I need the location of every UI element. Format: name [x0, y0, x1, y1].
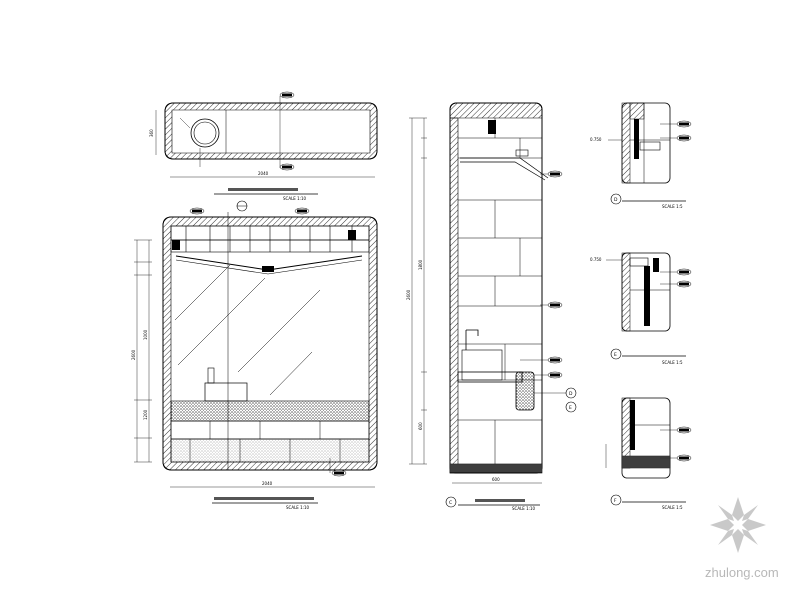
front-base [170, 438, 370, 463]
side-outer-outline [449, 102, 543, 474]
plan-hatched-wall [164, 102, 378, 160]
side-dim-bottom-text: 600 [492, 477, 500, 482]
detail-d-bracket [639, 141, 661, 151]
detail-f-base [621, 455, 671, 469]
front-counter-mid [170, 420, 370, 440]
detail-d-marker [610, 193, 622, 205]
side-dim-ticks [409, 117, 427, 465]
front-canopy-center [262, 266, 274, 272]
side-section-view: D E 2600 1800 600 600 C SCALE 1:10 [406, 102, 577, 511]
side-counter-edge [515, 371, 535, 411]
plan-tag-1-fill [282, 93, 292, 97]
plan-dim-vertical-text: 360 [149, 129, 154, 137]
side-caption-marker-text: C [449, 500, 452, 506]
front-elevation-view: 2600 1000 1200 2040 SCALE 1:10 [131, 200, 378, 510]
detail-e-marker-text: E [614, 352, 617, 358]
front-dim-mirror: 1000 [143, 329, 148, 340]
side-tags [547, 170, 563, 379]
front-dim-bottom-text: 2040 [262, 481, 273, 486]
front-caption-block [214, 497, 314, 500]
detail-d: 0.750 D SCALE 1:5 [590, 102, 692, 209]
detail-f: F SCALE 1:5 [605, 397, 692, 510]
plan-dim-horizontal-text: 2040 [258, 171, 269, 176]
plan-view: 360 2040 SCALE 1:10 [149, 91, 378, 201]
detail-e-fixture [653, 258, 659, 272]
front-dim-lower: 1200 [143, 409, 148, 420]
detail-e-panel [644, 266, 650, 326]
front-counter-top [170, 400, 370, 422]
detail-e-wall [621, 252, 631, 332]
side-faucet [465, 329, 479, 350]
side-dim-total: 2600 [406, 289, 411, 300]
plan-tag-1 [279, 91, 295, 99]
side-canopy-bracket [460, 157, 549, 181]
plan-basin-inner [193, 121, 217, 145]
detail-f-marker-text: F [614, 498, 617, 504]
front-tag-right [294, 207, 310, 215]
front-tag-left-fill [192, 209, 202, 213]
detail-f-scale: SCALE 1:5 [662, 505, 683, 510]
side-dim-mid: 1800 [418, 259, 423, 270]
detail-e-dim-text: 0.750 [590, 257, 602, 262]
side-fixture-small [515, 149, 529, 157]
detail-e: 0.750 E SCALE 1:5 [590, 252, 692, 365]
side-top-fixture [488, 120, 496, 134]
front-canopy-2 [175, 259, 363, 275]
front-caption-scale: SCALE 1:10 [286, 505, 310, 510]
front-tag-bottom [331, 469, 347, 477]
detail-d-dim-text: 0.750 [590, 137, 602, 142]
detail-d-wall [621, 102, 631, 184]
watermark-text: zhulong.com [705, 565, 779, 580]
front-tag-left [189, 207, 205, 215]
plan-caption-scale: SCALE 1:10 [283, 196, 307, 201]
plan-caption-block [228, 188, 298, 191]
front-cornice-block-left [172, 240, 180, 250]
plan-basin-outer [190, 118, 220, 148]
front-cornice-posts [185, 226, 353, 252]
plan-tag-2-fill [282, 165, 292, 169]
front-cornice-block-right [348, 230, 356, 240]
front-tag-right-fill [297, 209, 307, 213]
front-mirror-reflections [174, 264, 321, 396]
front-tag-bottom-fill [334, 471, 344, 475]
front-basin [204, 382, 248, 402]
detail-d-marker-text: D [614, 197, 618, 203]
front-hatched-frame [162, 216, 378, 471]
side-caption-block [475, 499, 525, 502]
side-back-wall [449, 117, 459, 474]
front-outer-outline [162, 216, 378, 471]
detail-e-tags [660, 268, 692, 288]
front-faucet [207, 367, 215, 384]
side-dim-low: 600 [418, 422, 423, 430]
side-stone-grid [458, 118, 542, 464]
side-counter [457, 371, 523, 383]
side-top-cap [449, 102, 543, 119]
detail-d-top [629, 102, 645, 120]
side-marker-e [565, 401, 577, 413]
side-bottom-plinth [449, 463, 543, 474]
zhulong-flower-logo [710, 497, 766, 553]
plan-outer-outline [164, 102, 378, 160]
side-basin [461, 349, 503, 381]
side-marker-e-text: E [569, 405, 572, 411]
side-marker-d-text: D [569, 391, 573, 397]
detail-d-scale: SCALE 1:5 [662, 204, 683, 209]
side-caption-marker [445, 496, 457, 508]
plan-leader-2 [179, 117, 191, 129]
detail-e-marker [610, 348, 622, 360]
detail-f-panel [630, 400, 635, 450]
detail-e-scale: SCALE 1:5 [662, 360, 683, 365]
detail-d-panel [634, 119, 639, 159]
side-caption-scale: SCALE 1:10 [512, 506, 536, 511]
detail-d-tags [660, 120, 692, 142]
front-dim-ticks [134, 239, 152, 463]
detail-e-cap [629, 257, 649, 267]
detail-f-tags [660, 426, 692, 462]
side-leaders [520, 173, 548, 376]
plan-tag-2 [279, 163, 295, 171]
detail-f-marker [610, 494, 622, 506]
front-dim-total: 2600 [131, 349, 136, 360]
